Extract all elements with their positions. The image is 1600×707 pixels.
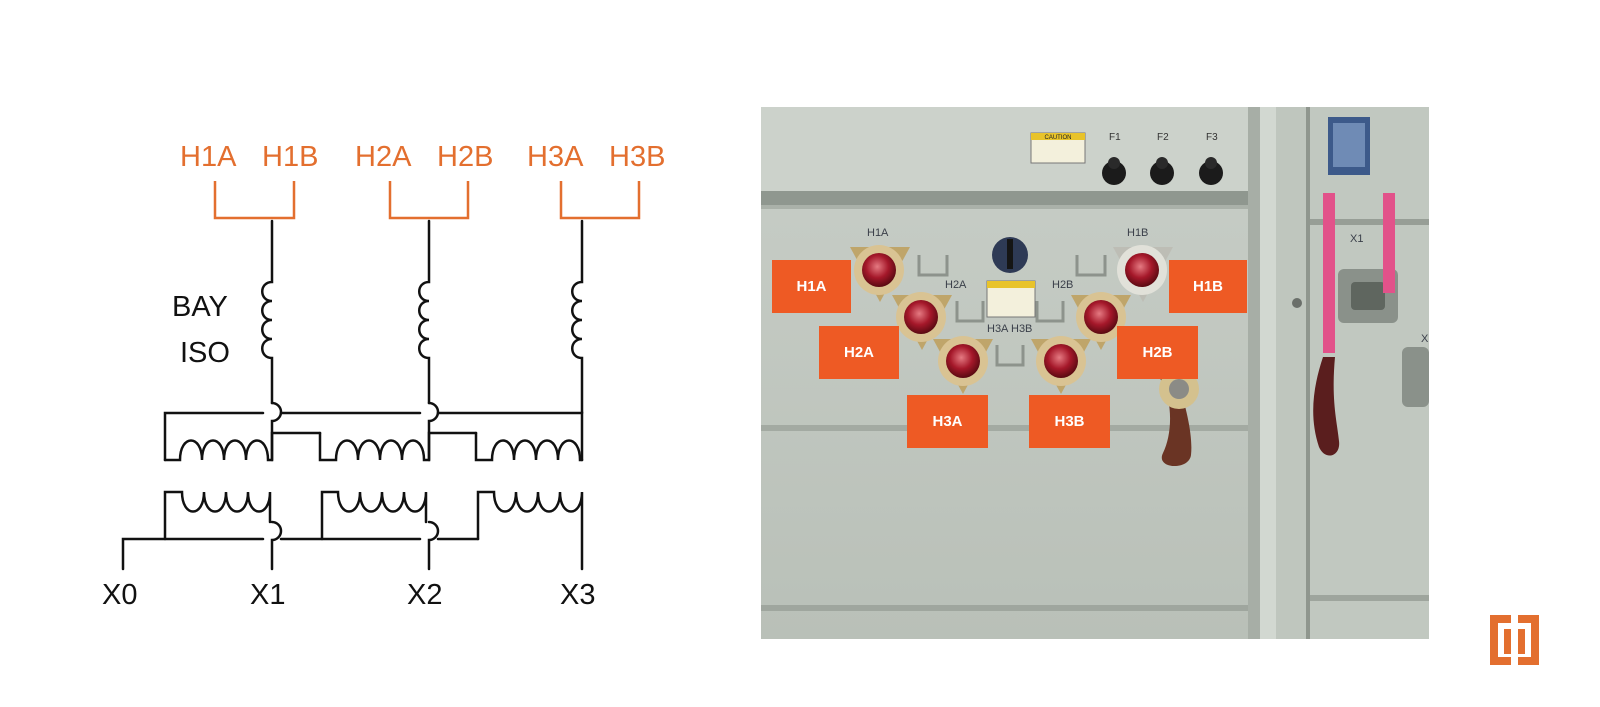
grounding-cable — [1313, 357, 1340, 456]
stencil-h1b: H1B — [1127, 227, 1148, 239]
secondary-coil-1 — [163, 490, 272, 541]
callout-h3a: H3A — [907, 395, 988, 448]
upper-panel — [761, 107, 1256, 193]
bracket-h2 — [388, 181, 470, 220]
secondary-hop-2 — [427, 520, 440, 571]
stencil-f3: F3 — [1206, 132, 1218, 143]
hot-stick-right — [1383, 193, 1395, 293]
bushing-h2b — [1071, 292, 1131, 350]
fuse-label-iso: ISO — [180, 337, 230, 369]
primary-bushings — [850, 245, 1173, 394]
bushing-h1b — [1113, 245, 1173, 302]
bushing-h2a — [892, 292, 952, 350]
transformer-wiring-diagram: H1A H1B H2A H2B H3A H3B BAY ISO — [102, 141, 665, 611]
bushing-h3a — [933, 336, 993, 394]
label-h3a: H3A — [527, 141, 584, 173]
bushing-h1a — [850, 245, 910, 302]
brand-logo-icon — [1490, 615, 1539, 665]
stencil-h3b: H3B — [1011, 323, 1032, 335]
primary-winding-1 — [163, 411, 584, 462]
stencil-f2: F2 — [1157, 132, 1169, 143]
callout-h1b: H1B — [1169, 260, 1247, 313]
label-x3: X3 — [560, 579, 595, 611]
stencil-h2b: H2B — [1052, 279, 1073, 291]
phase-3-lead — [571, 219, 584, 415]
svg-text:CAUTION: CAUTION — [1045, 135, 1072, 141]
lower-cable — [1159, 377, 1192, 467]
stencil-h3a: H3A — [987, 323, 1009, 335]
primary-coil-3 — [474, 431, 584, 462]
crossover-hop-1 — [270, 401, 283, 462]
transformer-cabinet-photo: CAUTION F1 F2 F3 — [761, 107, 1429, 639]
bushing-jumpers — [917, 255, 1107, 367]
callout-h3b: H3B — [1029, 395, 1110, 448]
bracket-h1 — [213, 181, 296, 220]
crossover-hop-2 — [427, 401, 440, 462]
callout-h1a: H1A — [772, 260, 851, 313]
primary-coil-1 — [163, 431, 322, 462]
label-h2b: H2B — [437, 141, 493, 173]
label-h2a: H2A — [355, 141, 412, 173]
terminal-brackets — [213, 181, 641, 220]
secondary-bushing-x2 — [1402, 347, 1429, 407]
primary-coil-2 — [318, 431, 478, 462]
secondary-hop-1 — [270, 520, 283, 571]
label-x0: X0 — [102, 579, 137, 611]
phase-1-lead — [261, 219, 274, 405]
bracket-h3 — [559, 181, 641, 220]
label-h1b: H1B — [262, 141, 318, 173]
fuse-label-bay: BAY — [172, 291, 228, 323]
label-h3b: H3B — [609, 141, 665, 173]
stencil-x1: X1 — [1350, 233, 1363, 245]
stencil-h1a: H1A — [867, 227, 889, 239]
label-h1a: H1A — [180, 141, 237, 173]
label-x2: X2 — [407, 579, 442, 611]
hot-stick-left — [1323, 193, 1335, 353]
secondary-coil-2 — [320, 490, 428, 541]
stencil-f1: F1 — [1109, 132, 1121, 143]
stencil-x: X — [1421, 333, 1429, 345]
fuse-holders — [1102, 157, 1223, 185]
bushing-h3b — [1031, 336, 1091, 394]
label-x1: X1 — [250, 579, 285, 611]
stencil-h2a: H2A — [945, 279, 967, 291]
neutral-bus — [121, 537, 480, 571]
panel-ledge — [761, 191, 1256, 205]
phase-2-lead — [418, 219, 431, 405]
secondary-coil-3 — [476, 490, 584, 571]
callout-h2b: H2B — [1117, 326, 1198, 379]
callout-h2a: H2A — [819, 326, 899, 379]
cabinet-illustration: CAUTION F1 F2 F3 — [761, 107, 1429, 639]
